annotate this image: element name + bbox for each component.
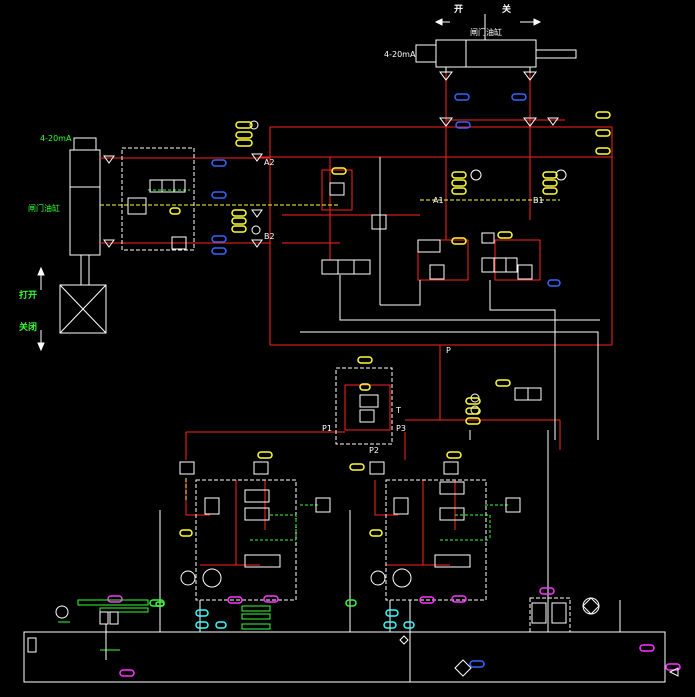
port-b2: B2	[264, 232, 275, 241]
left-cylinder-icon	[37, 137, 107, 352]
close-label-left: 关闭	[19, 323, 38, 333]
gate-cylinder-label-top: 闸门油缸	[470, 28, 502, 37]
gate-cylinder-label-left: 闸门油缸	[28, 204, 60, 213]
top-cylinder-icon	[415, 14, 577, 73]
port-a2: A2	[264, 158, 275, 167]
filter-icon	[99, 611, 679, 677]
port-b1: B1	[533, 196, 544, 205]
aux-lines	[100, 199, 560, 500]
valve-block-frames	[121, 147, 571, 633]
open-label-top: 开	[454, 5, 464, 15]
port-p: P	[446, 346, 451, 355]
green-bars	[58, 599, 271, 651]
signal-label-left: 4-20mA	[40, 134, 72, 143]
pilot-lines	[148, 189, 510, 541]
port-p1: P1	[322, 424, 332, 433]
port-a1: A1	[433, 196, 444, 205]
close-label-top: 关	[502, 5, 512, 15]
pump-motor-icon	[55, 120, 600, 677]
valve-icons	[27, 179, 567, 653]
pressure-lines	[100, 73, 613, 566]
component-tags	[107, 93, 681, 677]
return-lines	[23, 157, 666, 683]
port-t: T	[396, 406, 401, 415]
check-valve-icon	[103, 71, 559, 248]
open-label-left: 打开	[19, 291, 38, 301]
signal-label-top: 4-20mA	[384, 50, 416, 59]
port-p2: P2	[369, 446, 379, 455]
port-p3: P3	[396, 424, 406, 433]
